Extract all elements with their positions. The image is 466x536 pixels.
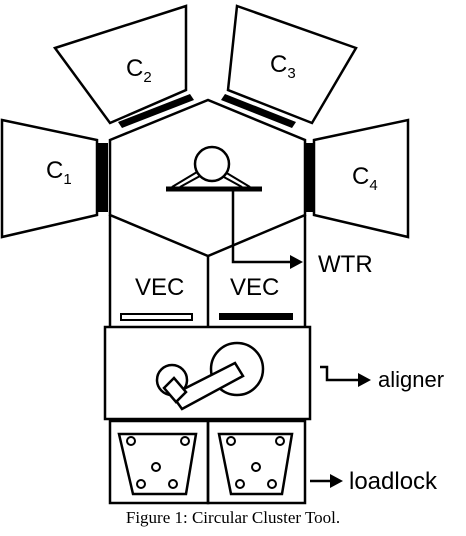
chamber-c2: C2 [52,4,194,128]
aligner-chamber [103,325,312,421]
chamber-c1-label: C1 [46,157,72,188]
loadlock-label: loadlock [349,468,438,495]
figure-caption: Figure 1: Circular Cluster Tool. [125,508,341,527]
chamber-c4-label: C4 [352,163,378,194]
loadlock-arrow [310,474,343,488]
aligner-label: aligner [378,367,444,392]
chamber-c3: C3 [221,4,358,128]
chamber-c3-label: C3 [270,51,296,82]
vec-left-label: VEC [135,274,184,301]
wtr-label: WTR [318,251,373,278]
chamber-c2-label: C2 [126,55,152,86]
wtr-arrow [231,189,303,269]
vec-right-label: VEC [230,274,279,301]
aligner-arrow [320,365,371,387]
wafer-transfer-robot [166,145,262,192]
chamber-c1: C1 [0,118,108,239]
vec-chambers [108,215,307,327]
chamber-c4: C4 [305,118,410,239]
loadlock-chambers [108,419,307,505]
